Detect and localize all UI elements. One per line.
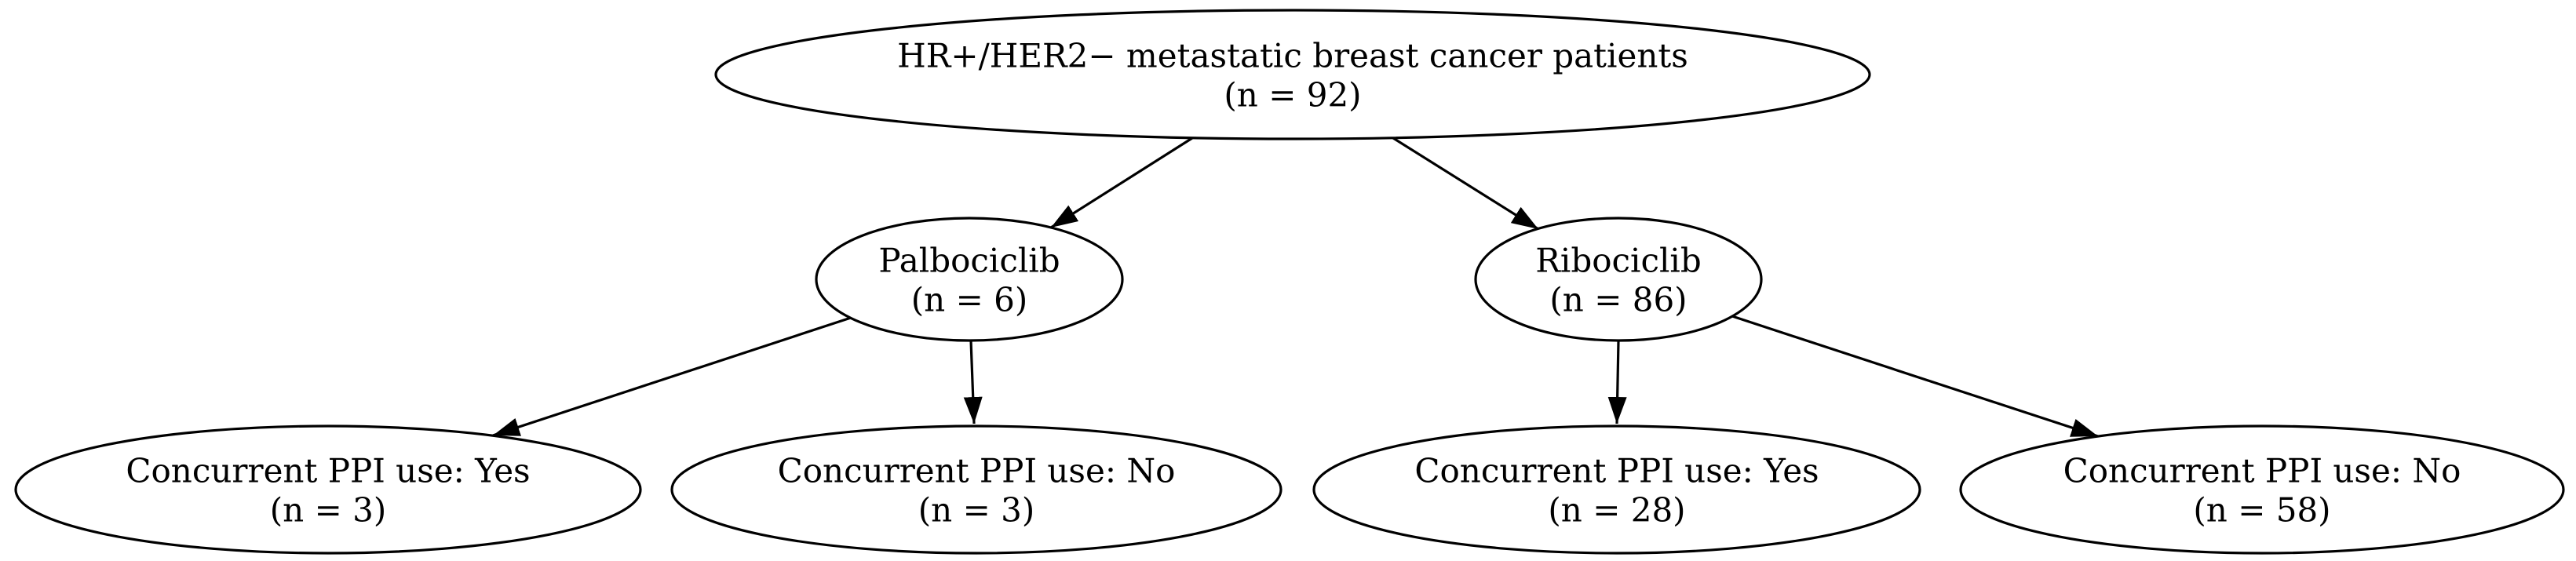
edge-ribociclib-to-ppi-yes bbox=[1607, 340, 1627, 424]
node-ribociclib-ppi-yes-ellipse bbox=[1312, 424, 1921, 555]
node-palbociclib-ppi-no: Concurrent PPI use: No (n = 3) bbox=[670, 424, 1283, 555]
node-ribociclib-ppi-yes-label: Concurrent PPI use: Yes bbox=[1414, 452, 1819, 490]
edge-palbociclib-to-ppi-no bbox=[963, 340, 983, 424]
edge-palbociclib-to-ppi-yes bbox=[492, 316, 852, 437]
node-ribociclib-label: Ribociclib bbox=[1535, 242, 1701, 280]
node-ribociclib-count: (n = 86) bbox=[1549, 281, 1687, 319]
node-ribociclib-ppi-yes-count: (n = 28) bbox=[1548, 491, 1685, 530]
node-palbociclib: Palbociclib (n = 6) bbox=[815, 217, 1124, 342]
node-palbociclib-ppi-yes-count: (n = 3) bbox=[270, 491, 386, 530]
node-ribociclib: Ribociclib (n = 86) bbox=[1474, 217, 1763, 342]
node-palbociclib-ppi-no-label: Concurrent PPI use: No bbox=[778, 452, 1176, 490]
node-root-population: HR+/HER2− metastatic breast cancer patie… bbox=[714, 9, 1871, 140]
node-root-count: (n = 92) bbox=[1224, 76, 1361, 115]
node-palbociclib-ppi-yes-label: Concurrent PPI use: Yes bbox=[126, 452, 530, 490]
node-palbociclib-label: Palbociclib bbox=[878, 242, 1060, 280]
node-ribociclib-ppi-no: Concurrent PPI use: No (n = 58) bbox=[1959, 424, 2565, 555]
node-palbociclib-ppi-no-count: (n = 3) bbox=[918, 491, 1034, 530]
node-palbociclib-ppi-yes: Concurrent PPI use: Yes (n = 3) bbox=[14, 424, 642, 555]
node-palbociclib-count: (n = 6) bbox=[911, 281, 1027, 319]
node-root-ellipse bbox=[714, 9, 1871, 140]
node-ribociclib-ppi-no-count: (n = 58) bbox=[2193, 491, 2330, 530]
edge-ribociclib-to-ppi-no bbox=[1731, 315, 2099, 438]
edge-root-to-ribociclib bbox=[1392, 137, 1539, 231]
node-ribociclib-ppi-yes: Concurrent PPI use: Yes (n = 28) bbox=[1312, 424, 1921, 555]
node-ribociclib-ppi-no-label: Concurrent PPI use: No bbox=[2063, 452, 2461, 490]
node-palbociclib-ppi-no-ellipse bbox=[670, 424, 1283, 555]
node-ribociclib-ellipse bbox=[1474, 217, 1763, 342]
node-ribociclib-ppi-no-ellipse bbox=[1959, 424, 2565, 555]
node-root-label: HR+/HER2− metastatic breast cancer patie… bbox=[897, 37, 1688, 75]
edge-root-to-palbociclib bbox=[1050, 137, 1193, 229]
node-palbociclib-ellipse bbox=[815, 217, 1124, 342]
node-palbociclib-ppi-yes-ellipse bbox=[14, 424, 642, 555]
